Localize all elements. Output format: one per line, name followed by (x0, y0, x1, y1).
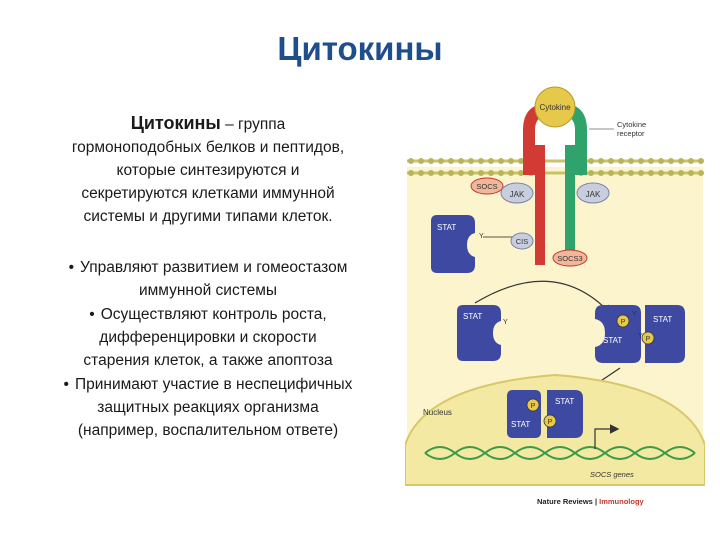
p-label: P (548, 419, 553, 426)
bullet-text-line: дифференцировки и скорости (99, 329, 317, 346)
p-label: P (531, 403, 536, 410)
cis-label: CIS (516, 237, 529, 246)
p-label: P (646, 336, 651, 343)
cytokine-label: Cytokine (539, 103, 571, 112)
cis-protein (510, 232, 534, 250)
nucleus-label: Nucleus (423, 408, 452, 417)
jak-left-label: JAK (510, 190, 525, 199)
bullet-marker: • (63, 376, 69, 393)
credit-journal: Nature Reviews | Immunology (537, 497, 645, 506)
activation-arrow (474, 280, 612, 315)
bullet-text-line: Принимают участие в неспецифичных (74, 376, 353, 393)
definition-line-2: гормоноподобных белков и пептидов, (71, 139, 345, 156)
bullet-text-line: (например, воспалительном ответе) (77, 422, 339, 439)
socs-label: SOCS (476, 182, 497, 191)
bullet-item: • Осуществляют контроль роста, дифференци… (18, 303, 398, 372)
jak-right-label: JAK (586, 190, 601, 199)
definition-line-3: которые синтезируются и (116, 162, 300, 179)
text-column: Цитокины – группа гормоноподобных белков… (18, 112, 398, 443)
definition-term: Цитокины (130, 113, 221, 133)
y-label: Y (503, 319, 508, 326)
stat-free (457, 305, 501, 361)
stat-monomer (645, 305, 685, 363)
bullet-list: • Управляют развитием и гомеостазом иммун… (18, 256, 398, 442)
stat-receptor-bound (431, 215, 475, 273)
bullet-text-line: старения клеток, а также апоптоза (83, 352, 333, 369)
bullet-item: • Управляют развитием и гомеостазом иммун… (18, 256, 398, 302)
stat-label: STAT (511, 420, 530, 429)
receptor-label-line-1: Cytokine (617, 120, 646, 129)
bullet-marker: • (68, 259, 75, 276)
slide-title: Цитокины (277, 30, 443, 67)
stat-monomer (547, 390, 583, 438)
stat-dimer-nucleus: STAT STAT P P (507, 390, 583, 438)
dna-strand (424, 446, 696, 460)
y-label: Y (479, 233, 484, 240)
dna-strand (424, 446, 696, 460)
phospho-group (641, 331, 655, 345)
stat-label: STAT (653, 315, 672, 324)
figure-credit: Nature Reviews | Immunology (537, 497, 645, 506)
y-label: Y (632, 311, 637, 318)
definition-line-4: секретируются клетками иммунной (81, 185, 335, 202)
cell-membrane (407, 158, 704, 176)
receptor-chain-left (523, 103, 550, 265)
socs3-label: SOCS3 (557, 254, 582, 263)
jak-right (576, 182, 610, 204)
p-label: P (621, 319, 626, 326)
receptor-label-line-2: receptor (617, 129, 645, 138)
transcription-arrow (594, 424, 620, 449)
stat-label: STAT (437, 223, 456, 232)
phospho-group (526, 398, 540, 412)
stat-label: STAT (603, 336, 622, 345)
phospho-group (616, 314, 630, 328)
phospho-group (543, 414, 557, 428)
stat-label: STAT (555, 397, 574, 406)
bullet-text-line: Осуществляют контроль роста, (100, 306, 327, 323)
bullet-marker: • (89, 306, 95, 323)
cytokine-ligand (534, 86, 576, 128)
socs-protein (470, 177, 504, 195)
bullet-text-line: Управляют развитием и гомеостазом (80, 259, 348, 276)
receptor-chain-right (560, 103, 587, 265)
bullet-text-line: иммунной системы (138, 282, 278, 299)
jak-stat-pathway-figure: Cytokine Cytokine receptor SOCS JAK JAK … (405, 85, 705, 515)
stat-label: STAT (463, 312, 482, 321)
stat-monomer (595, 305, 641, 363)
pathway-diagram: Cytokine Cytokine receptor SOCS JAK JAK … (405, 86, 705, 506)
bullet-item: • Принимают участие в неспецифичных защит… (18, 373, 398, 442)
definition-line-1: – группа (220, 116, 286, 133)
socs-genes-label: SOCS genes (590, 470, 634, 479)
stat-monomer (507, 390, 541, 438)
bullet-text-line: защитных реакциях организма (97, 399, 319, 416)
definition: Цитокины – группа гормоноподобных белков… (18, 112, 398, 228)
socs3-protein (552, 249, 588, 267)
stat-dimer-cytoplasm: STAT STAT P P Y Y (595, 305, 685, 363)
definition-line-5: системы и другими типами клеток. (83, 208, 333, 225)
y-label: Y (638, 333, 643, 340)
jak-left (500, 182, 534, 204)
